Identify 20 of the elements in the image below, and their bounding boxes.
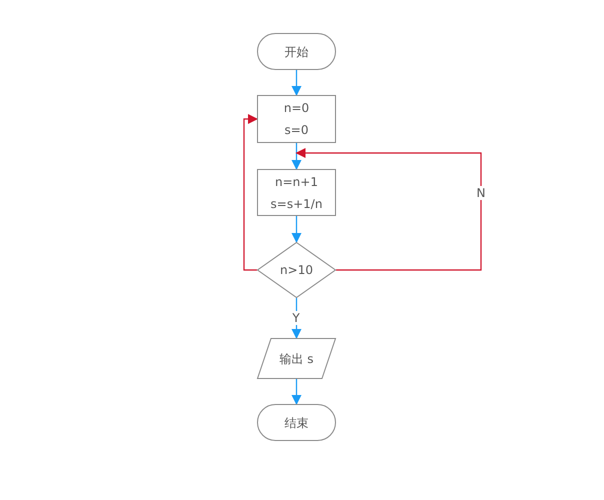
output-parallelogram [257,338,336,379]
end-terminal [257,404,336,441]
node-label: n=n+1 s=s+1/n [270,174,322,212]
node-label: 结束 [284,414,308,432]
edge-label: Y [291,311,301,325]
arrow [292,143,302,170]
node-label: 输出 s [279,350,314,368]
decision-diamond [257,242,336,298]
node-label: n>10 [280,262,313,279]
process-box [257,169,336,216]
process-box [257,95,336,143]
start-terminal [257,33,336,70]
arrow [292,70,302,96]
arrow [296,148,482,271]
arrow [292,216,302,243]
node-label: n=0 s=0 [284,100,310,139]
arrow [243,114,258,271]
arrow [292,379,302,405]
node-label: 开始 [284,44,308,60]
edge-label: N [476,186,486,200]
